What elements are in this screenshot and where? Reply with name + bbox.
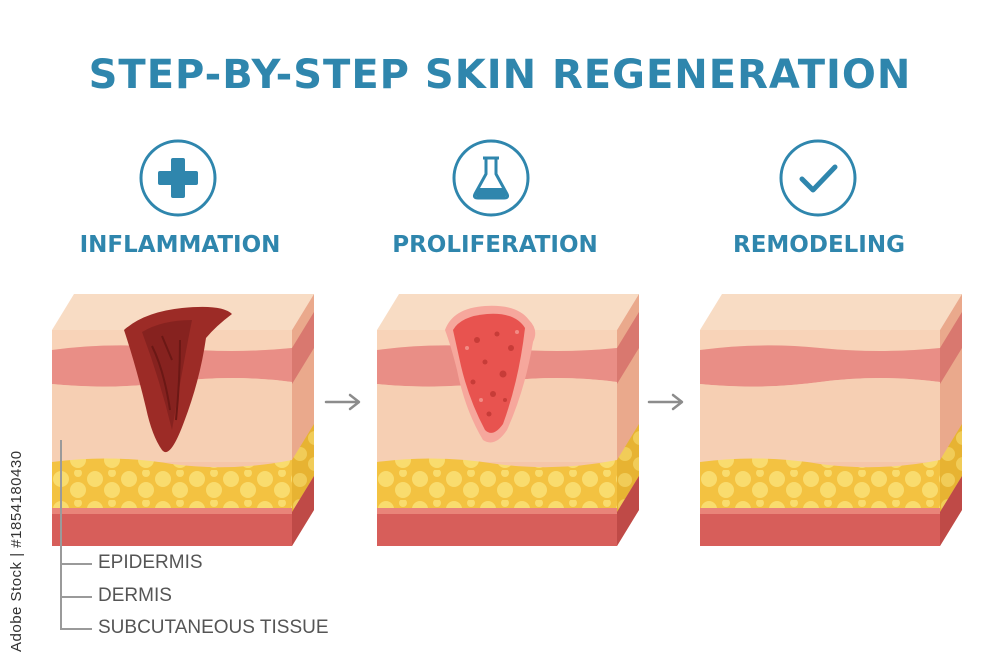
legend-tick [60, 563, 92, 565]
skin-block-remodeling [700, 294, 962, 546]
check-icon [779, 139, 857, 217]
page-title: STEP-BY-STEP SKIN REGENERATION [88, 52, 912, 98]
skin-block-inflammation [52, 294, 314, 546]
legend-epidermis: EPIDERMIS [98, 552, 203, 573]
watermark: Adobe Stock | #1854180430 [8, 450, 25, 652]
arrow-right-icon [647, 393, 684, 411]
legend-tick [60, 596, 92, 598]
stage-label-remodeling: REMODELING [732, 232, 905, 258]
stage-label-inflammation: INFLAMMATION [79, 232, 281, 258]
legend-bracket [60, 440, 62, 630]
legend-dermis: DERMIS [98, 585, 172, 606]
flask-icon [452, 139, 530, 217]
stage-label-proliferation: PROLIFERATION [392, 232, 598, 258]
legend-tick [60, 628, 92, 630]
legend-subcutaneous-tissue: SUBCUTANEOUS TISSUE [98, 617, 329, 638]
plus-icon [139, 139, 217, 217]
arrow-right-icon [324, 393, 361, 411]
skin-block-proliferation [377, 294, 639, 546]
